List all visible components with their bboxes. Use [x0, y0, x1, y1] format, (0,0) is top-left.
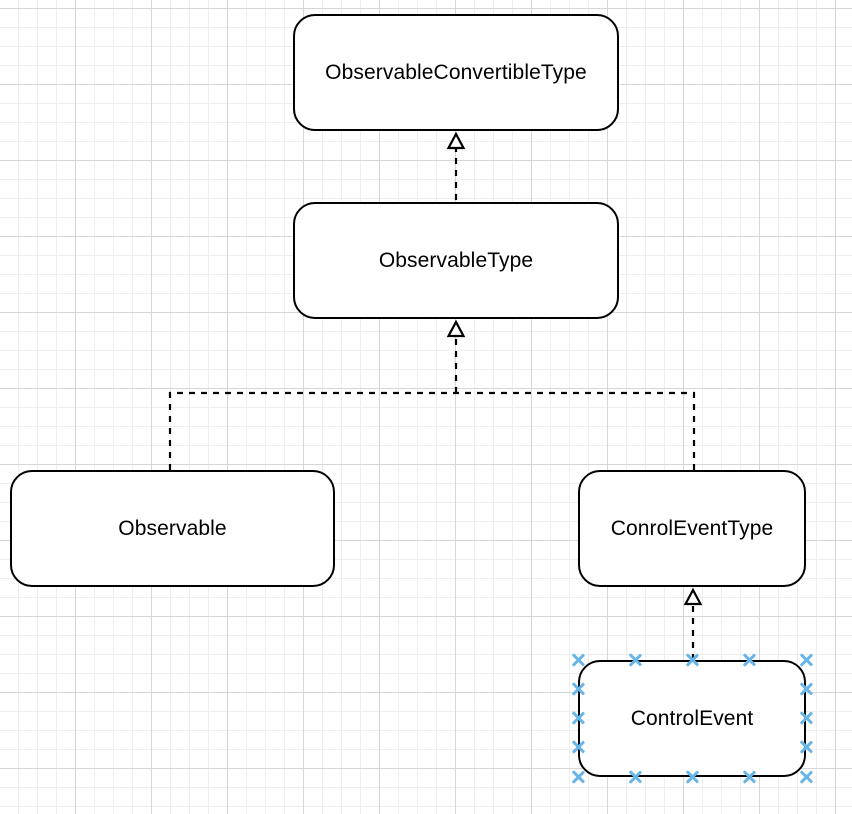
edge-observable-type-to-observable-convertible-type[interactable] — [446, 131, 466, 200]
cross-connection-point-icon[interactable] — [570, 739, 586, 755]
cross-connection-point-icon[interactable] — [684, 769, 700, 785]
edge-observable-to-observable-type[interactable] — [168, 391, 456, 470]
cross-connection-point-icon[interactable] — [798, 769, 814, 785]
node-label: ObservableType — [378, 248, 534, 272]
edge-conrol-event-type-to-observable-type[interactable] — [456, 391, 696, 470]
cross-connection-point-icon[interactable] — [798, 681, 814, 697]
edge-control-event-to-conrol-event-type[interactable] — [683, 587, 703, 660]
cross-connection-point-icon[interactable] — [798, 652, 814, 668]
cross-connection-point-icon[interactable] — [741, 769, 757, 785]
cross-connection-point-icon[interactable] — [741, 652, 757, 668]
cross-connection-point-icon[interactable] — [684, 652, 700, 668]
cross-connection-point-icon[interactable] — [570, 652, 586, 668]
node-observable[interactable]: Observable — [10, 470, 335, 587]
node-label: ControlEvent — [630, 706, 754, 730]
node-observable-convertible-type[interactable]: ObservableConvertibleType — [293, 14, 619, 131]
cross-connection-point-icon[interactable] — [570, 710, 586, 726]
cross-connection-point-icon[interactable] — [570, 769, 586, 785]
node-label: ConrolEventType — [610, 516, 774, 540]
edge-branch-riser[interactable] — [446, 319, 466, 393]
cross-connection-point-icon[interactable] — [627, 652, 643, 668]
cross-connection-point-icon[interactable] — [798, 739, 814, 755]
cross-connection-point-icon[interactable] — [627, 769, 643, 785]
cross-connection-point-icon[interactable] — [798, 710, 814, 726]
node-control-event[interactable]: ControlEvent — [578, 660, 806, 777]
cross-connection-point-icon[interactable] — [570, 681, 586, 697]
node-label: ObservableConvertibleType — [325, 60, 587, 84]
node-conrol-event-type[interactable]: ConrolEventType — [578, 470, 806, 587]
node-observable-type[interactable]: ObservableType — [293, 202, 619, 319]
node-label: Observable — [118, 516, 227, 540]
